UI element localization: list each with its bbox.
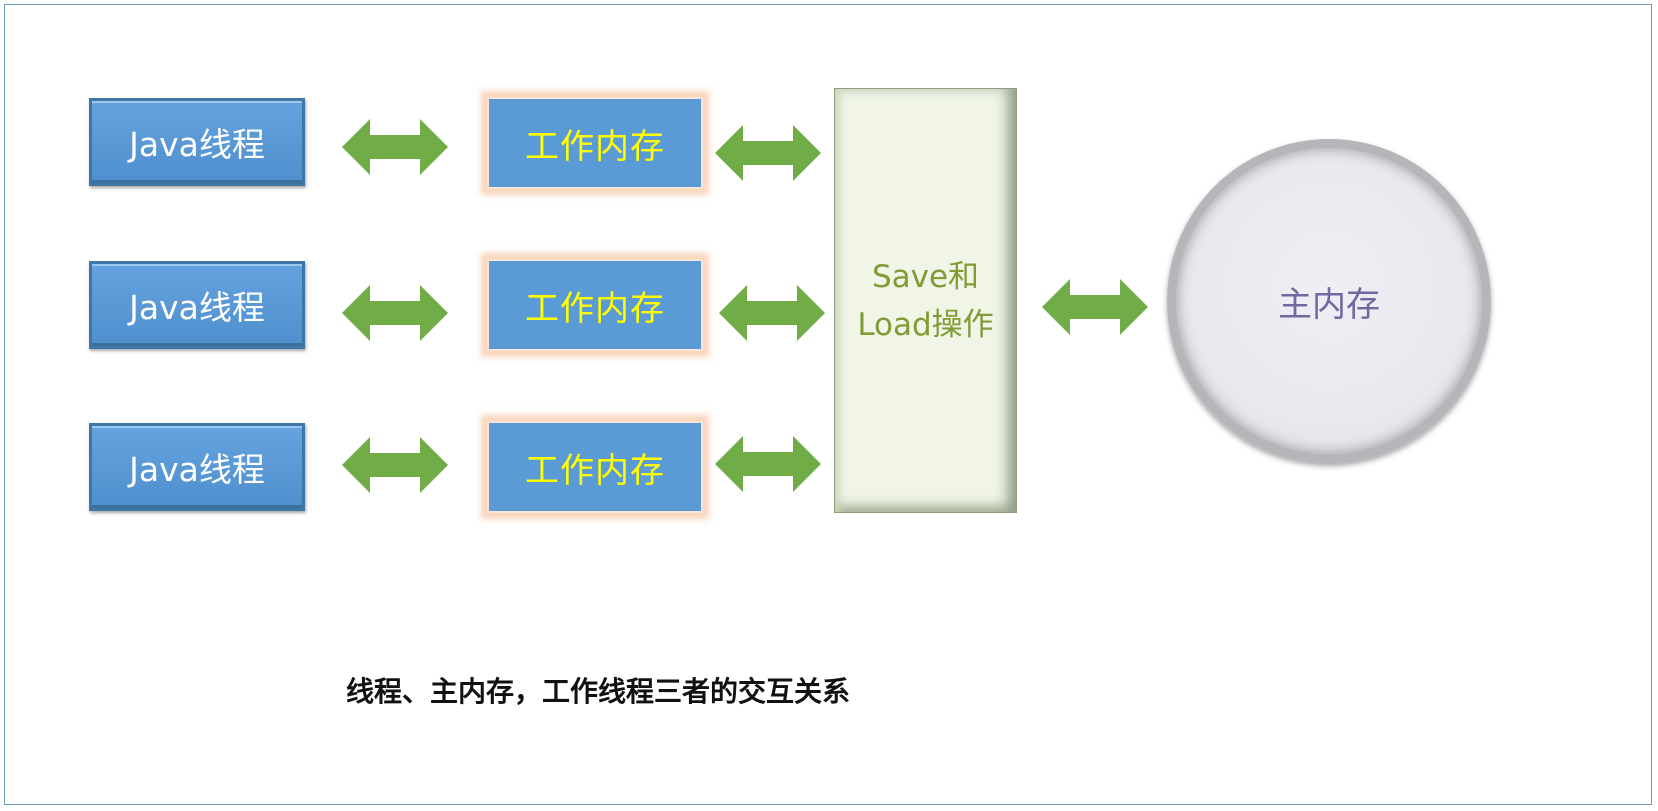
working-memory-box-1: 工作内存 (487, 97, 703, 189)
java-thread-label-2: Java线程 (129, 288, 265, 327)
working-memory-label-3: 工作内存 (525, 450, 665, 491)
java-thread-label-3: Java线程 (129, 450, 265, 489)
double-arrow-icon (715, 436, 821, 492)
java-thread-box-1: Java线程 (89, 98, 305, 186)
main-memory-label: 主内存 (1278, 284, 1380, 325)
java-thread-box-3: Java线程 (89, 423, 305, 511)
diagram-frame (4, 4, 1652, 805)
save-load-box: Save和 Load操作 (834, 88, 1017, 513)
double-arrow-icon (342, 119, 448, 175)
main-memory-circle: 主内存 (1167, 139, 1491, 463)
working-memory-label-1: 工作内存 (525, 126, 665, 167)
save-load-label-line1: Save和 (871, 258, 980, 295)
working-memory-box-3: 工作内存 (487, 421, 703, 513)
working-memory-box-2: 工作内存 (487, 259, 703, 351)
double-arrow-icon (719, 285, 825, 341)
double-arrow-icon (342, 285, 448, 341)
double-arrow-icon (715, 125, 821, 181)
diagram-caption: 线程、主内存，工作线程三者的交互关系 (346, 675, 851, 708)
double-arrow-icon (1042, 279, 1148, 335)
double-arrow-icon (342, 437, 448, 493)
java-thread-label-1: Java线程 (129, 125, 265, 164)
working-memory-label-2: 工作内存 (525, 288, 665, 329)
save-load-label-line2: Load操作 (857, 306, 994, 343)
java-thread-box-2: Java线程 (89, 261, 305, 349)
